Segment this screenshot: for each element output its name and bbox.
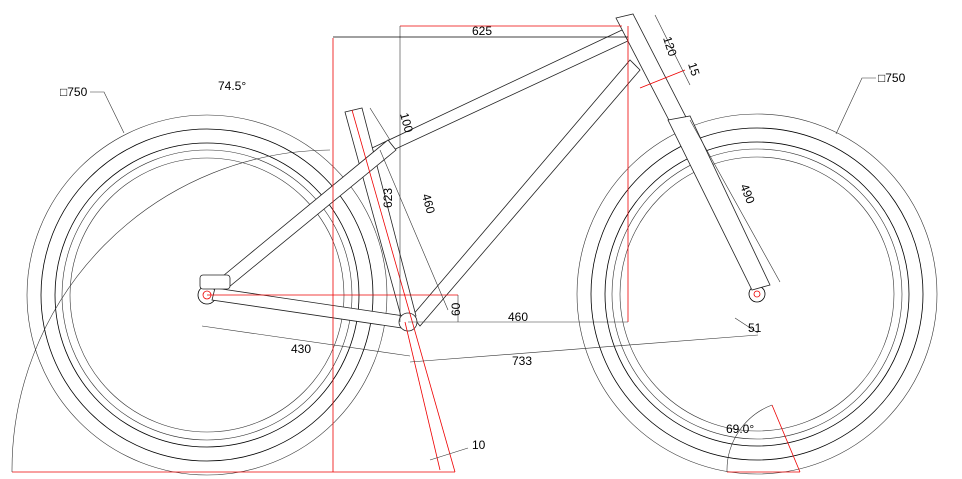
front-wheel-diameter-label: □750 xyxy=(878,71,906,85)
top-tube xyxy=(371,29,631,159)
chain-stay xyxy=(211,287,405,329)
frame xyxy=(199,13,771,332)
rear-wheel-diameter-label: □750 xyxy=(60,85,88,99)
seat-tube-label: 460 xyxy=(419,192,438,215)
front-wheel xyxy=(576,113,938,475)
dimension-lines xyxy=(11,14,876,473)
front-center-label: 460 xyxy=(508,310,528,324)
chainstay-label: 430 xyxy=(291,342,311,356)
head-angle-label: 69.0° xyxy=(726,422,754,436)
bb-drop-label: 60 xyxy=(449,302,463,316)
seatpost-insert-label: 100 xyxy=(397,111,416,134)
headset-label: 15 xyxy=(685,61,703,78)
fork-length-label: 490 xyxy=(737,182,758,206)
seat-tube-ctt-label: 623 xyxy=(381,188,395,208)
rear-dropout xyxy=(199,274,231,290)
fork-offset-label: 51 xyxy=(748,321,762,335)
head-tube-label: 120 xyxy=(660,35,680,59)
reference-lines xyxy=(12,25,801,473)
wheelbase-label: 733 xyxy=(512,354,532,368)
down-tube xyxy=(411,59,641,327)
seat-angle-label: 74.5° xyxy=(218,79,246,93)
reach-top-label: 625 xyxy=(472,24,492,38)
seat-tube-offset-label: 10 xyxy=(472,438,486,452)
fork xyxy=(667,115,771,291)
